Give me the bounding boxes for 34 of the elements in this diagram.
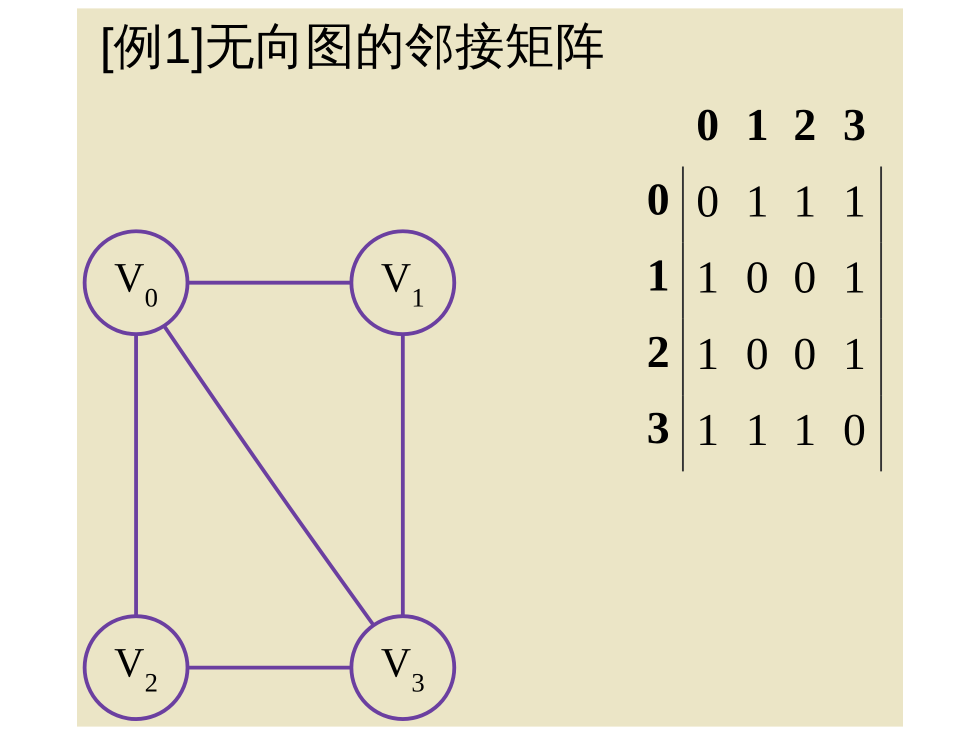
- connector: [188, 666, 351, 670]
- node-circle: V$_{0}$: [82, 229, 190, 336]
- connector: [188, 280, 351, 285]
- label: 1: [842, 175, 866, 226]
- label: 1: [696, 328, 720, 379]
- label: 3: [842, 99, 866, 150]
- label: 1: [793, 404, 816, 456]
- label: 0: [746, 328, 769, 379]
- node-circle: V$_{1}$: [349, 229, 456, 336]
- label: 2: [793, 99, 816, 150]
- label: 0: [746, 252, 769, 303]
- label: 1: [746, 404, 769, 456]
- diagram-title: [例1]无向图的邻接矩阵: [100, 19, 605, 74]
- connector: [134, 334, 138, 616]
- connector: [400, 334, 405, 616]
- label: 0: [646, 173, 670, 224]
- label: 1: [696, 404, 720, 456]
- label: 2: [646, 326, 670, 377]
- label: 1: [646, 250, 670, 301]
- label: 1: [746, 175, 769, 226]
- label: 0: [842, 404, 866, 456]
- label: 3: [646, 402, 670, 454]
- label: 1: [746, 99, 769, 150]
- label: 1: [842, 252, 866, 303]
- label: 0: [696, 175, 720, 226]
- label: 1: [696, 252, 720, 303]
- label: 0: [793, 328, 816, 379]
- label: 0: [696, 99, 720, 150]
- label: 1: [842, 328, 866, 379]
- node-circle: V$_{3}$: [349, 614, 456, 721]
- label: 1: [793, 175, 816, 226]
- connector: [162, 325, 376, 626]
- label: 0: [793, 252, 816, 303]
- node-circle: V$_{2}$: [82, 614, 190, 721]
